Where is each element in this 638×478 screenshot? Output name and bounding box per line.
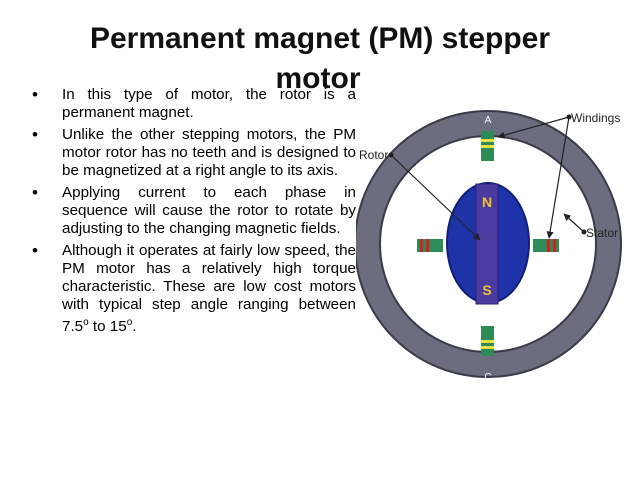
- windings-label: Windings: [571, 111, 620, 125]
- bullet-item: Applying current to each phase in sequen…: [30, 184, 356, 238]
- bullet-item: In this type of motor, the rotor is a pe…: [30, 86, 356, 122]
- magnet-north-label: N: [482, 194, 492, 210]
- stator-leader-line: [563, 213, 585, 233]
- magnet-bar: [475, 183, 499, 305]
- rotor-leader-line: [390, 154, 481, 241]
- pole-d-label: D: [402, 241, 409, 252]
- windings-leader-lines: [497, 116, 570, 239]
- bullet-item: Unlike the other stepping motors, the PM…: [30, 126, 356, 180]
- slide-title: Permanent magnet (PM) stepper: [89, 22, 551, 55]
- degree-symbol: o: [126, 317, 133, 328]
- rotor-label: Rotor: [359, 148, 388, 162]
- bullet-text-mid: to 15: [88, 318, 127, 336]
- windings-dot: [566, 114, 572, 120]
- stator-label: Stator: [586, 226, 618, 240]
- winding-b: [533, 239, 559, 252]
- rotor-dot: [388, 152, 394, 158]
- winding-a: [481, 131, 494, 161]
- winding-d: [417, 239, 443, 252]
- winding-c: [481, 326, 494, 356]
- magnet-south-label: S: [482, 282, 491, 298]
- stepper-motor-diagram: N S A C D B Windings Rotor Stator: [356, 110, 622, 383]
- bullet-item: Although it operates at fairly low speed…: [30, 242, 356, 336]
- degree-symbol: o: [83, 317, 89, 328]
- stator-dot: [581, 229, 587, 235]
- pole-a-label: A: [485, 115, 492, 126]
- bullet-text-end: .: [132, 318, 137, 336]
- bullet-text: Although it operates at fairly low speed…: [62, 242, 356, 336]
- pole-c-label: C: [484, 372, 491, 383]
- pole-b-label: B: [567, 241, 574, 252]
- bullet-list: In this type of motor, the rotor is a pe…: [30, 86, 356, 340]
